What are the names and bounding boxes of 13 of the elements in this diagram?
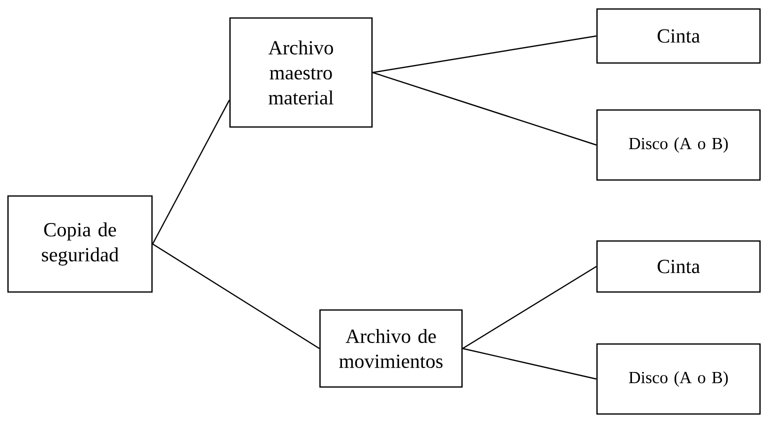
connector-line xyxy=(152,100,230,244)
connector-line xyxy=(372,35,596,74)
process-box: Cinta xyxy=(596,240,761,293)
process-box: Copia de seguridad xyxy=(7,195,153,293)
process-box: Cinta xyxy=(596,8,761,64)
process-box: Archivo maestro material xyxy=(229,17,373,128)
process-box: Disco (A o B) xyxy=(596,343,761,415)
process-box: Archivo de movimientos xyxy=(319,309,463,388)
process-box: Disco (A o B) xyxy=(596,109,761,181)
connector-line xyxy=(372,72,597,146)
connector-line xyxy=(152,244,320,349)
connector-line xyxy=(462,266,597,350)
connector-line xyxy=(462,348,596,380)
